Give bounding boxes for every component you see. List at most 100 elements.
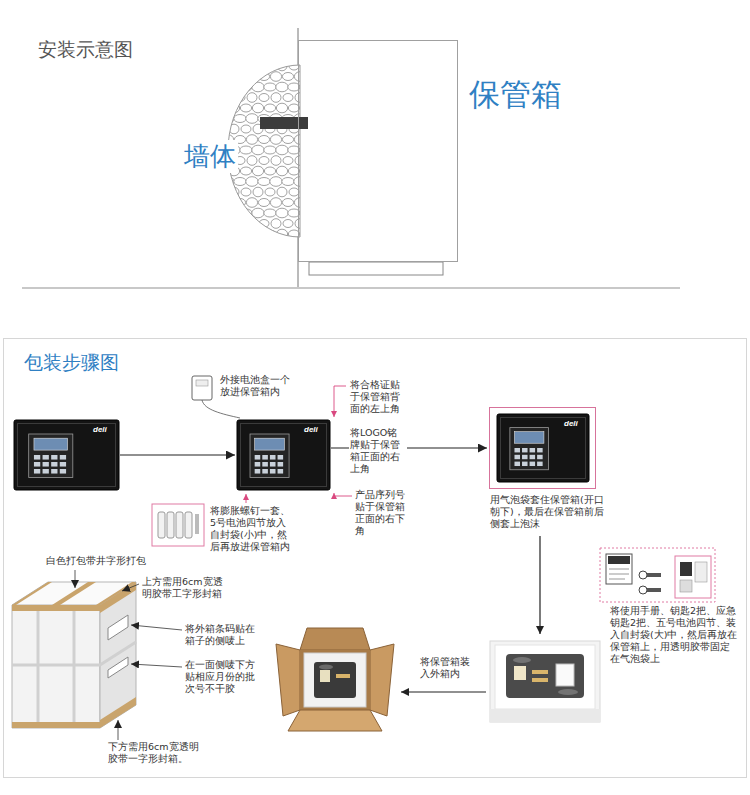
stone	[282, 136, 293, 144]
stone	[301, 187, 311, 197]
callout-text: 外接电池盒一个 放进保管箱内	[220, 374, 294, 398]
open-shipping-box	[288, 710, 382, 731]
bubble-wrap-frame: deli用气泡袋套住保管箱(开口 朝下)，最后在保管箱前后 侧套上泡沫	[489, 407, 596, 489]
screw-battery-bag	[152, 504, 204, 546]
screw-battery-bag	[195, 514, 199, 534]
section-title: 安装示意图	[38, 38, 133, 62]
accessory-bundle	[600, 548, 715, 602]
stone	[235, 220, 245, 228]
stone	[228, 229, 239, 239]
callout-text: 将膨胀螺钉一套、 5号电池四节放入 自封袋(小)中，然 后再放进保管箱内	[210, 505, 292, 553]
safe-door	[241, 424, 327, 487]
accessory-bundle	[647, 573, 661, 577]
stone	[259, 94, 269, 102]
open-shipping-box	[304, 653, 366, 707]
safe-drawing	[237, 420, 330, 490]
stone	[282, 73, 293, 81]
stone	[240, 230, 251, 238]
stone	[240, 146, 252, 154]
stone	[240, 167, 251, 175]
stone	[282, 178, 294, 186]
stone	[216, 104, 227, 112]
stone	[258, 199, 269, 207]
accessory-bundle	[680, 562, 692, 576]
lcd-display	[255, 438, 285, 450]
leader-line	[75, 570, 76, 588]
stone	[228, 208, 240, 218]
foam-packed-safe	[490, 709, 600, 722]
stone	[271, 219, 281, 229]
accessory-bundle	[695, 562, 707, 582]
keypad-key	[530, 462, 536, 466]
stone	[217, 62, 227, 70]
foam-packed-safe	[558, 689, 578, 695]
stone	[253, 187, 263, 197]
sealed-shipping-box	[12, 605, 100, 611]
stone	[264, 83, 276, 91]
wall-section: 墙体	[178, 62, 303, 240]
foam-packed-safe	[495, 645, 595, 709]
flow-arrow	[401, 536, 540, 692]
screw-battery-bag	[185, 512, 192, 538]
open-shipping-box	[320, 670, 330, 682]
control-plate	[510, 428, 549, 470]
stone	[217, 188, 227, 196]
stone	[259, 157, 269, 165]
keypad-key	[514, 462, 520, 466]
expansion-bolt	[260, 117, 308, 129]
accessory-bundle	[647, 588, 661, 592]
keypad-key	[537, 455, 543, 459]
stone	[276, 82, 288, 92]
foam-packed-safe	[490, 641, 600, 722]
safe-body	[497, 414, 589, 482]
foam-packed-safe	[513, 657, 531, 663]
stone	[241, 62, 251, 70]
stone	[223, 219, 233, 229]
stone	[229, 61, 239, 71]
node-graphic	[490, 408, 597, 490]
callout-text: 将合格证贴 于保管箱背 面的左上角	[350, 379, 404, 415]
accessory-bundle	[639, 571, 647, 579]
ground-line	[22, 287, 680, 289]
stone	[300, 82, 312, 92]
stone	[252, 145, 264, 155]
wall-label: 墙体	[182, 140, 238, 173]
callout-text: 白色打包带井字形打包	[46, 555, 158, 567]
safe-base	[309, 262, 443, 275]
sealed-shipping-box	[108, 615, 128, 640]
stone	[252, 82, 264, 92]
sealed-shipping-box	[52, 582, 96, 605]
accessory-bundle	[675, 556, 711, 598]
stone	[276, 145, 288, 155]
keypad-key	[60, 455, 66, 460]
sealed-shipping-box	[100, 582, 136, 728]
keypad-key	[262, 462, 268, 467]
stone	[252, 229, 263, 239]
stone	[271, 93, 281, 103]
safe-door	[18, 424, 116, 487]
stone	[276, 208, 288, 218]
leader-line	[246, 494, 247, 503]
flow-arrow	[401, 691, 486, 692]
stone	[223, 93, 233, 103]
stone	[234, 115, 246, 123]
ground-line	[22, 288, 680, 289]
callout-text: 上方需用6cm宽透 明胶带工字形封箱	[142, 576, 232, 600]
battery-box-icon	[202, 400, 240, 418]
keypad-key	[514, 448, 520, 452]
keypad-key	[60, 462, 66, 467]
wall-outline	[228, 65, 300, 237]
step-caption: 用气泡袋套住保管箱(开口 朝下)，最后在保管箱前后 侧套上泡沫	[490, 494, 614, 530]
leader-line	[118, 720, 119, 740]
leader-line	[334, 493, 352, 496]
callout-text: 在一面侧唛下方 贴相应月份的批 次号不干胶	[185, 659, 259, 695]
stone	[216, 209, 228, 217]
keypad-key	[51, 469, 57, 474]
section-title: 包装步骤图	[24, 351, 119, 375]
stone	[277, 187, 287, 197]
sealed-shipping-box	[12, 722, 100, 728]
stone	[301, 61, 311, 71]
stone	[264, 209, 276, 217]
control-plate	[29, 434, 73, 477]
